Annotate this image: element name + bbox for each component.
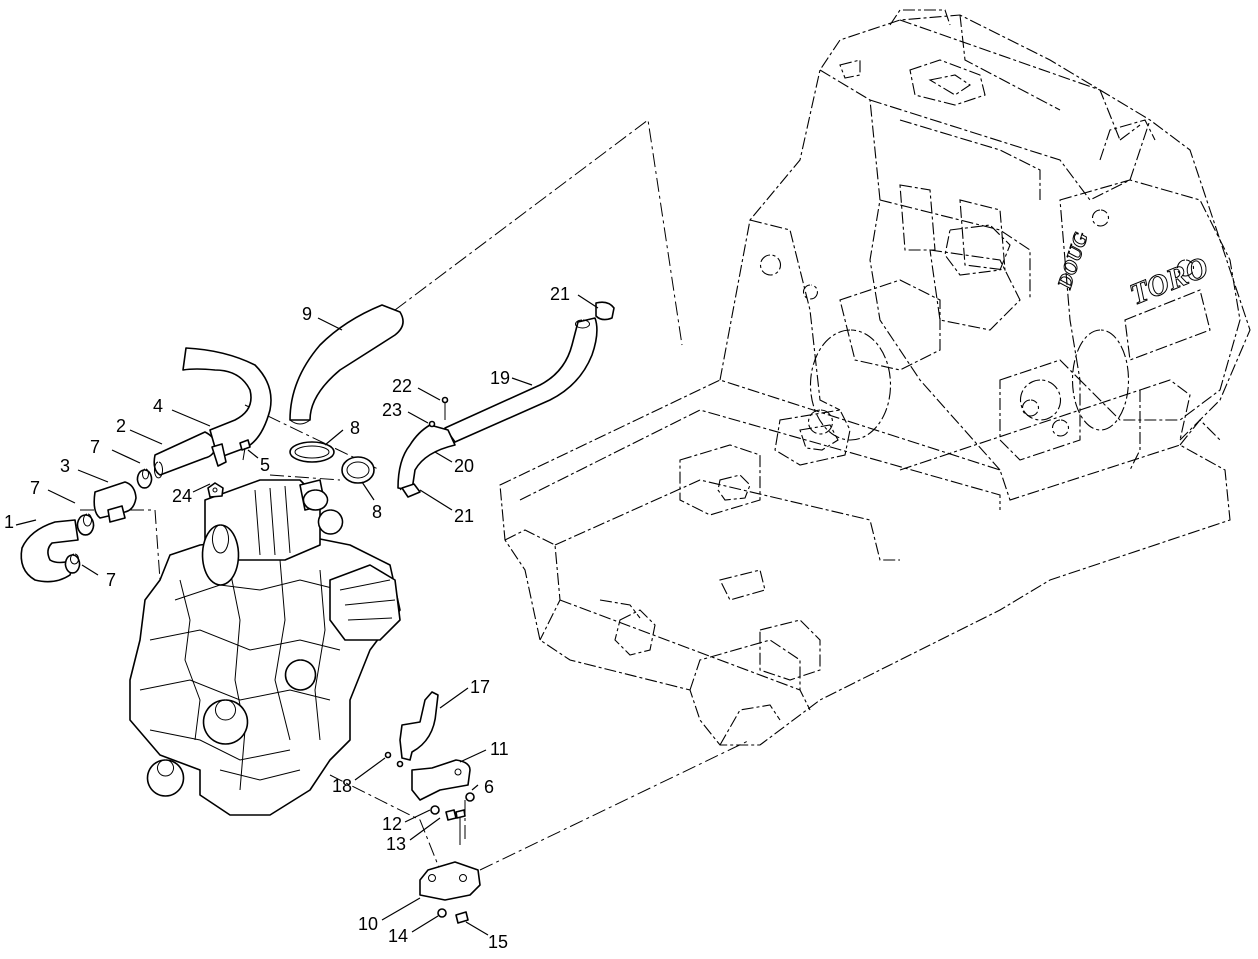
callout-19: 19 [490, 368, 510, 388]
part-23-washer [428, 420, 436, 428]
part-7-clamp-middle [136, 468, 153, 489]
callout-11: 11 [490, 739, 509, 759]
callout-14: 14 [388, 926, 408, 946]
callout-21a: 21 [550, 284, 570, 304]
part-8-clamp-left [289, 441, 335, 463]
callout-13: 13 [386, 834, 406, 854]
callout-24: 24 [172, 486, 192, 506]
callout-4: 4 [153, 396, 163, 416]
part-1-elbow-hose [20, 519, 79, 583]
part-14-washer [437, 908, 447, 918]
part-19-hose [444, 317, 598, 443]
part-9-elbow [289, 304, 404, 425]
part-13-bolt [445, 809, 466, 845]
part-17-bracket [399, 691, 439, 761]
callout-7b: 7 [90, 437, 100, 457]
callout-labels: 1 2 3 4 5 6 7 7 7 8 8 9 10 11 12 13 14 1… [4, 284, 570, 952]
callout-5: 5 [260, 455, 270, 475]
model-decal: DOUG [1053, 229, 1093, 293]
callout-7a: 7 [30, 478, 40, 498]
part-15-bolt [455, 911, 469, 924]
part-7-clamp-upper [76, 513, 95, 536]
model-decal-text: DOUG [1054, 229, 1093, 292]
part-6-nut [465, 792, 475, 802]
machine-frame [499, 9, 1251, 746]
callout-15: 15 [488, 932, 508, 952]
part-24-bracket [207, 482, 224, 498]
engine-assembly [129, 479, 401, 816]
part-8-clamp-right [341, 456, 375, 484]
callout-2: 2 [116, 416, 126, 436]
callout-10: 10 [358, 914, 378, 934]
part-12-washer [430, 805, 440, 815]
callout-6: 6 [484, 777, 494, 797]
part-4-intake-pipe [182, 347, 272, 467]
callout-8a: 8 [350, 418, 360, 438]
part-7-clamp-lower [64, 553, 81, 574]
part-5-bolt [239, 439, 251, 461]
part-21-clamp-lower [401, 483, 421, 498]
part-20-hose [397, 424, 456, 491]
leader-lines [15, 294, 599, 936]
callout-18: 18 [332, 776, 352, 796]
callout-8b: 8 [372, 502, 382, 522]
part-11-mount [411, 759, 471, 801]
callout-3: 3 [60, 456, 70, 476]
callout-17: 17 [470, 677, 490, 697]
part-22-screw [441, 396, 449, 420]
callout-22: 22 [392, 376, 412, 396]
callout-9: 9 [302, 304, 312, 324]
callout-1: 1 [4, 512, 14, 532]
callout-7c: 7 [106, 570, 116, 590]
part-21-clamp-upper [595, 301, 615, 321]
callout-12: 12 [382, 814, 402, 834]
part-10-mount [419, 861, 481, 901]
callout-23: 23 [382, 400, 402, 420]
part-18-screw [384, 751, 404, 768]
part-2-hose [153, 431, 217, 479]
part-3-tube [93, 481, 137, 523]
callout-21b: 21 [454, 506, 474, 526]
callout-20: 20 [454, 456, 474, 476]
